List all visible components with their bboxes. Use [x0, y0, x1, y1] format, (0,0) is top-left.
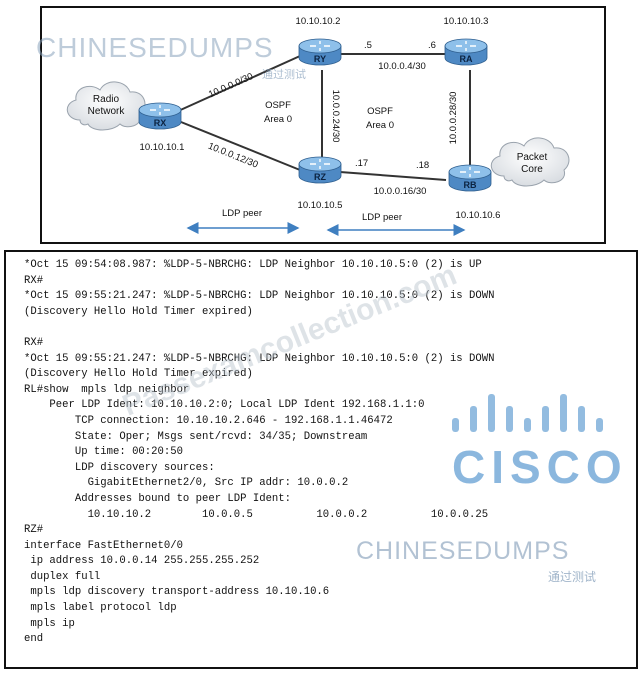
ospf-area-right-2: Area 0 — [366, 120, 394, 131]
router-arrows-icon — [150, 105, 170, 115]
iface-ry-ra-ra: .6 — [428, 40, 436, 51]
router-ra: RA — [444, 38, 488, 66]
network-topology-diagram: RX RY RA RZ RB Radio Network Packet Core 10.… — [40, 6, 606, 244]
router-label: RX — [154, 118, 167, 128]
subnet-rx-ry: 10.0.0.0/30 — [207, 71, 255, 100]
cli-line: *Oct 15 09:54:08.987: %LDP-5-NBRCHG: LDP… — [24, 259, 482, 271]
ospf-area-right-1: OSPF — [367, 106, 393, 117]
cli-line: mpls ip — [30, 617, 75, 630]
cli-line: Addresses bound to peer LDP Ident: — [74, 492, 292, 505]
cli-line: LDP discovery sources: — [74, 461, 215, 474]
ospf-area-left-1: OSPF — [265, 100, 291, 111]
cloud-radio-label-2: Network — [88, 106, 126, 117]
loopback-rx: 10.10.10.1 — [140, 142, 185, 153]
cli-line: *Oct 15 09:55:21.247: %LDP-5-NBRCHG: LDP… — [24, 352, 495, 365]
cloud-radio-network — [66, 81, 146, 131]
link-rz-rb — [339, 171, 447, 181]
cli-line: *Oct 15 09:55:21.247: %LDP-5-NBRCHG: LDP… — [24, 290, 495, 303]
router-arrows-icon — [310, 159, 330, 169]
cloud-packet-label-2: Core — [521, 164, 543, 175]
router-rz: RZ — [298, 156, 342, 184]
router-ry: RY — [298, 38, 342, 66]
router-label: RZ — [314, 172, 326, 182]
subnet-rz-rb: 10.0.0.16/30 — [374, 186, 427, 197]
subnet-ry-rz: 10.0.0.24/30 — [330, 90, 341, 143]
cli-line: (Discovery Hello Hold Timer expired) — [24, 368, 253, 381]
ldp-peer-left: LDP peer — [222, 208, 262, 219]
router-rx: RX — [138, 102, 182, 130]
cli-line: Peer LDP Ident: 10.10.10.2:0; Local LDP … — [49, 399, 425, 412]
cli-line: mpls label protocol ldp — [30, 602, 177, 615]
iface-ry-ra-ry: .5 — [364, 40, 372, 51]
iface-rz-rb-rb: .18 — [416, 160, 429, 171]
cli-line: RX# — [24, 274, 44, 287]
cli-line: RZ# — [24, 524, 44, 537]
router-arrows-icon — [460, 167, 480, 177]
cli-line: interface FastEthernet0/0 — [24, 539, 183, 552]
cli-line: ip address 10.0.0.14 255.255.255.252 — [30, 555, 260, 568]
router-rb: RB — [448, 164, 492, 192]
cli-line: GigabitEthernet2/0, Src IP addr: 10.0.0.… — [87, 477, 349, 490]
router-label: RB — [464, 180, 477, 190]
cli-output-panel: *Oct 15 09:54:08.987: %LDP-5-NBRCHG: LDP… — [4, 250, 638, 669]
loopback-rz: 10.10.10.5 — [298, 200, 343, 211]
cli-output-text: *Oct 15 09:54:08.987: %LDP-5-NBRCHG: LDP… — [6, 252, 636, 648]
cli-line: TCP connection: 10.10.10.2.646 - 192.168… — [74, 414, 393, 427]
cli-line: 10.10.10.2 10.0.0.5 10.0.0.2 10.0.0.25 — [87, 508, 489, 521]
cli-line: duplex full — [30, 570, 101, 583]
subnet-rx-rz: 10.0.0.12/30 — [206, 141, 259, 171]
ospf-area-left-2: Area 0 — [264, 114, 292, 125]
router-label: RA — [460, 54, 473, 64]
cli-line: RL#show mpls ldp neighbor — [24, 383, 190, 396]
loopback-ra: 10.10.10.3 — [444, 16, 489, 27]
link-rx-ry — [175, 55, 301, 113]
subnet-ry-ra: 10.0.0.4/30 — [378, 61, 426, 72]
subnet-ra-rb: 10.0.0.28/30 — [448, 92, 459, 145]
router-arrows-icon — [456, 41, 476, 51]
cli-line: Up time: 00:20:50 — [74, 446, 183, 459]
ldp-peer-right: LDP peer — [362, 212, 402, 223]
topology-svg: RX RY RA RZ RB Radio Network Packet Core 10.… — [66, 16, 570, 236]
cli-line: RX# — [24, 336, 44, 349]
cli-line: mpls ldp discovery transport-address 10.… — [30, 586, 330, 599]
cli-line: (Discovery Hello Hold Timer expired) — [24, 305, 253, 318]
link-rx-rz — [175, 119, 301, 171]
router-arrows-icon — [310, 41, 330, 51]
cloud-packet-label-1: Packet — [517, 152, 548, 163]
loopback-rb: 10.10.10.6 — [456, 210, 501, 221]
iface-rz-rb-rz: .17 — [355, 158, 368, 169]
cli-line: end — [24, 633, 44, 646]
cloud-packet-core — [490, 137, 570, 187]
cli-line: State: Oper; Msgs sent/rcvd: 34/35; Down… — [74, 430, 368, 443]
cloud-radio-label-1: Radio — [93, 94, 120, 105]
loopback-ry: 10.10.10.2 — [296, 16, 341, 27]
router-label: RY — [314, 54, 326, 64]
